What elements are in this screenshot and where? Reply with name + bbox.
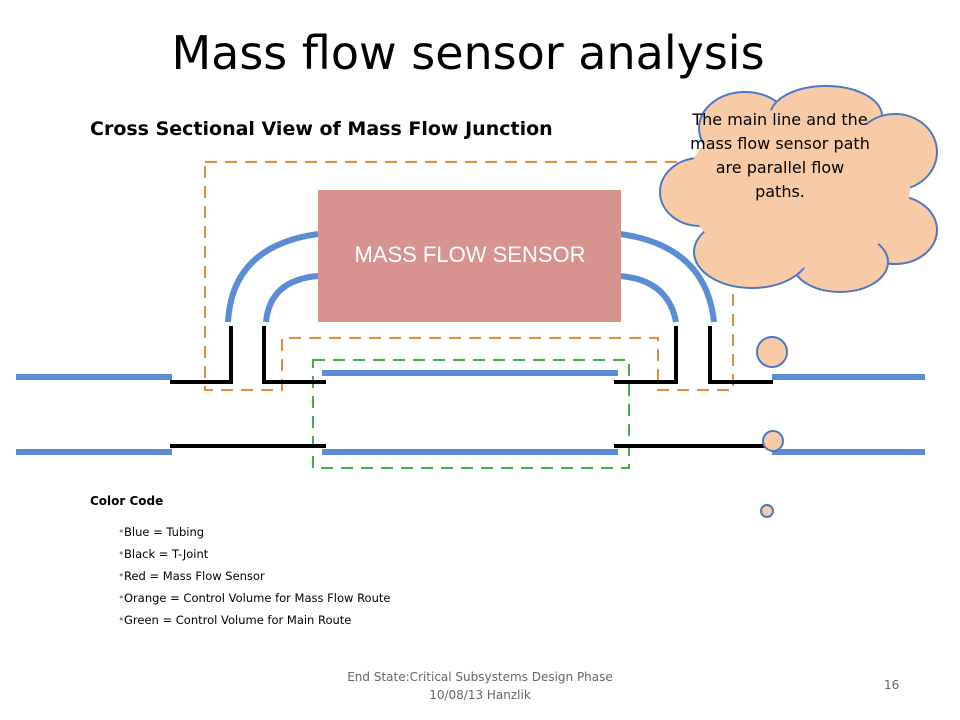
mass-flow-sensor-box bbox=[318, 190, 621, 322]
green-control-volume bbox=[312, 359, 630, 469]
diagram-subtitle: Cross Sectional View of Mass Flow Juncti… bbox=[90, 118, 553, 140]
legend-item-sensor: Red = Mass Flow Sensor bbox=[104, 568, 390, 590]
black-t-joints bbox=[170, 326, 773, 448]
legend-item-tubing: Blue = Tubing bbox=[104, 524, 390, 546]
legend-item-orange-cv: Orange = Control Volume for Mass Flow Ro… bbox=[104, 590, 390, 612]
color-code-legend: Blue = Tubing Black = T-Joint Red = Mass… bbox=[104, 524, 390, 634]
legend-title: Color Code bbox=[90, 494, 164, 508]
legend-item-green-cv: Green = Control Volume for Main Route bbox=[104, 612, 390, 634]
footer-line-2: 10/08/13 Hanzlik bbox=[429, 688, 531, 702]
blue-tubing bbox=[16, 231, 925, 455]
mass-flow-sensor-label: MASS FLOW SENSOR bbox=[354, 242, 585, 267]
footer-line-1: End State:Critical Subsystems Design Pha… bbox=[347, 670, 613, 684]
cloud-text: The main line and the mass flow sensor p… bbox=[690, 110, 870, 201]
legend-item-t-joint: Black = T-Joint bbox=[104, 546, 390, 568]
page-title: Mass flow sensor analysis bbox=[171, 26, 765, 80]
footer-text: End State:Critical Subsystems Design Pha… bbox=[330, 668, 630, 704]
page-number: 16 bbox=[884, 678, 900, 692]
